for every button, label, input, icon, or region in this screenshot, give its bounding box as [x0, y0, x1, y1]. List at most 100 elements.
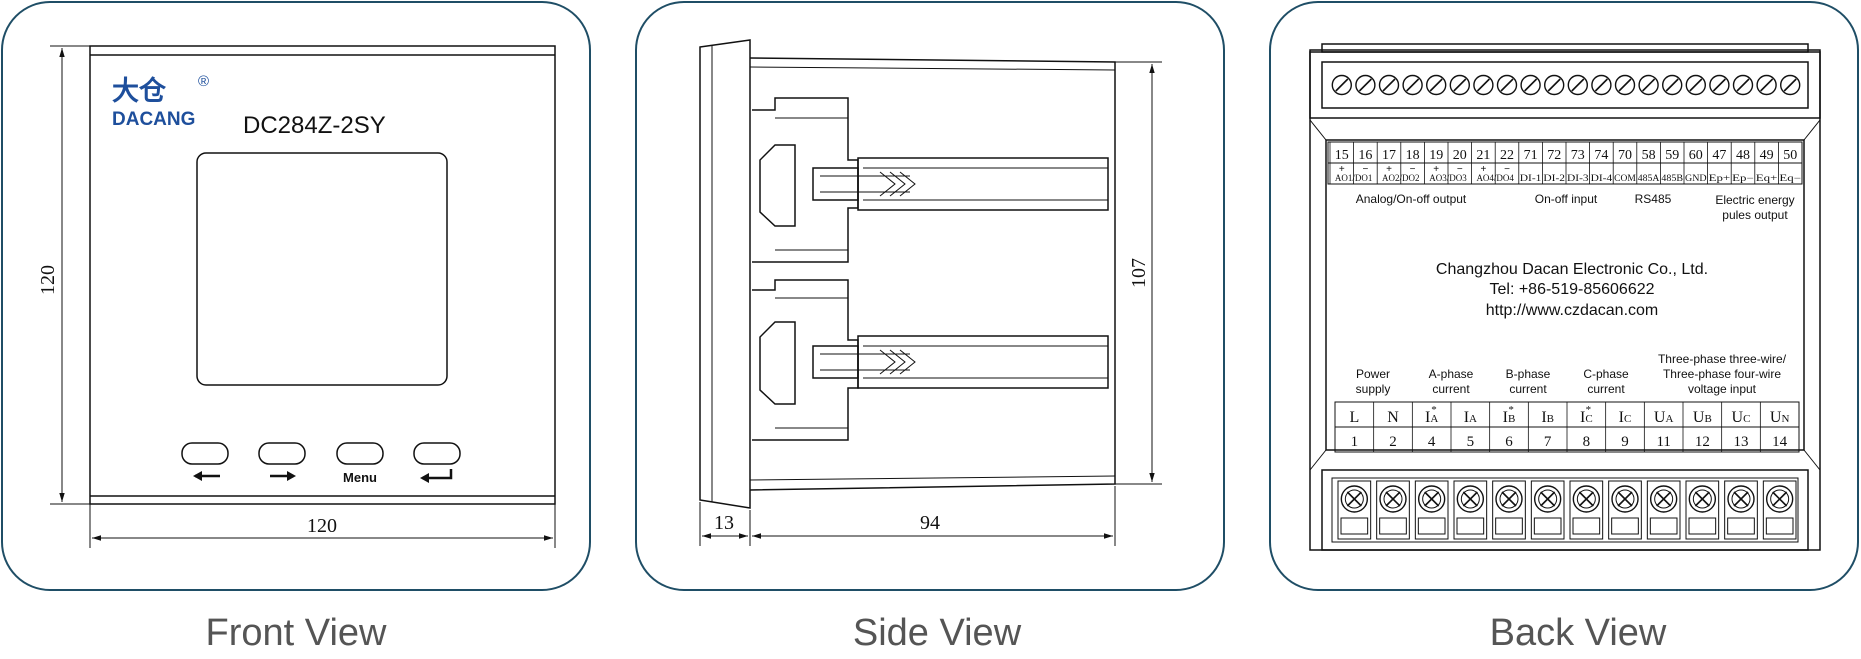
- energy-output-label-1: Electric energy: [1715, 193, 1794, 207]
- energy-output-label-2: pules output: [1722, 208, 1788, 222]
- top-terminal-number: 22: [1500, 148, 1514, 163]
- top-terminal-screw-icon: [1591, 74, 1612, 96]
- bottom-terminal-screw-icon: [1453, 480, 1488, 540]
- top-terminal-signal: Eq−: [1779, 173, 1801, 183]
- bottom-terminal-screw-icon: [1530, 480, 1565, 540]
- top-terminal-number: 49: [1760, 148, 1774, 163]
- polarity-mark: −: [1410, 164, 1416, 175]
- bottom-terminal-label: IA*: [1425, 404, 1438, 426]
- top-terminal-screw-icon: [1661, 74, 1683, 96]
- top-terminal-signal: 485A: [1638, 173, 1660, 183]
- polarity-mark: +: [1433, 164, 1439, 175]
- top-terminal-signal: AO1/DO1: [1335, 173, 1373, 183]
- logo-registered: ®: [198, 73, 209, 90]
- bottom-terminal-screw-icon: [1762, 480, 1797, 540]
- top-terminal-screw-icon: [1685, 74, 1707, 96]
- logo-chinese: 大仓: [112, 76, 167, 106]
- bottom-terminal-label: N: [1387, 409, 1399, 426]
- side-view-frame: [635, 1, 1225, 591]
- top-terminal-number: 70: [1618, 148, 1632, 163]
- bottom-terminal-label: IB*: [1503, 404, 1516, 426]
- back-view-frame: [1269, 1, 1859, 591]
- polarity-mark: +: [1386, 164, 1392, 175]
- body-depth-value: 94: [920, 512, 940, 534]
- top-terminal-signal: AO3/DO3: [1429, 173, 1467, 183]
- top-terminal-screw-icon: [1520, 74, 1541, 96]
- bottom-terminal-screw-icon: [1414, 480, 1449, 540]
- company-tel: Tel: +86-519-85606622: [1489, 281, 1654, 298]
- right-button[interactable]: [258, 442, 306, 465]
- bottom-terminal-number: 6: [1505, 434, 1513, 450]
- top-terminal-signal: AO4/DO4: [1476, 173, 1514, 183]
- power-supply-label-1: Power: [1356, 367, 1390, 381]
- polarity-mark: −: [1504, 164, 1510, 175]
- top-terminal-number: 73: [1571, 148, 1585, 163]
- enter-button[interactable]: [413, 442, 461, 465]
- top-terminal-screw-icon: [1543, 74, 1565, 96]
- bottom-terminal-screw-icon: [1569, 480, 1604, 540]
- bottom-terminal-number: 8: [1583, 434, 1591, 450]
- bottom-terminal-number: 7: [1544, 434, 1552, 450]
- top-terminal-screw-icon: [1473, 74, 1494, 96]
- top-terminal-signal: Eq+: [1756, 173, 1778, 183]
- top-terminal-number: 50: [1783, 148, 1797, 163]
- top-terminal-screw-icon: [1425, 74, 1447, 96]
- top-terminal-signal: DI-1: [1520, 173, 1542, 183]
- polarity-mark: +: [1480, 164, 1486, 175]
- power-supply-label-2: supply: [1356, 382, 1391, 396]
- bottom-terminal-table: L1N2IA*4IA5IB*6IB7IC*8IC9UA11UB12UC13UN1…: [1334, 402, 1800, 452]
- top-terminal-signal: Ep+: [1709, 173, 1731, 183]
- top-terminal-signal: DI-4: [1591, 173, 1613, 183]
- menu-button[interactable]: [336, 442, 384, 465]
- company-name: Changzhou Dacan Electronic Co., Ltd.: [1436, 261, 1708, 278]
- left-button[interactable]: [181, 442, 229, 465]
- bottom-terminal-label: IB: [1541, 409, 1554, 426]
- analog-output-label: Analog/On-off output: [1356, 192, 1467, 206]
- top-terminal-screw-icon: [1638, 74, 1659, 96]
- polarity-mark: −: [1457, 164, 1463, 175]
- bottom-terminal-screw-icon: [1608, 480, 1642, 540]
- top-terminal-screw-icon: [1355, 74, 1376, 96]
- bottom-terminal-screw-icon: [1337, 480, 1372, 540]
- bottom-terminal-number: 5: [1467, 434, 1475, 450]
- top-terminal-screw-icon: [1449, 74, 1471, 96]
- bottom-terminal-number: 9: [1621, 434, 1629, 450]
- side-view: 107 13 94 Side View: [635, 1, 1225, 654]
- top-terminal-signal: DI-2: [1543, 173, 1565, 183]
- polarity-mark: +: [1339, 164, 1345, 175]
- top-terminal-number: 15: [1335, 148, 1349, 163]
- menu-label: Menu: [343, 470, 377, 485]
- b-phase-label-1: B-phase: [1506, 367, 1551, 381]
- voltage-input-label-3: voltage input: [1688, 382, 1757, 396]
- bottom-terminal-number: 13: [1734, 434, 1749, 450]
- side-bezel: [699, 39, 751, 509]
- bottom-terminal-label: UC: [1732, 409, 1751, 426]
- bottom-terminal-screw-icon: [1376, 480, 1410, 540]
- front-view-caption: Front View: [206, 612, 387, 654]
- b-phase-label-2: current: [1509, 382, 1547, 396]
- top-terminal-signal: DI-3: [1567, 173, 1589, 183]
- top-terminal-screw-icon: [1709, 74, 1730, 96]
- c-phase-label-1: C-phase: [1583, 367, 1629, 381]
- top-terminal-screw-icon: [1331, 74, 1353, 96]
- back-housing: [1309, 49, 1821, 551]
- top-terminal-screw-icon: [1756, 74, 1777, 96]
- bottom-terminal-screws: [1337, 480, 1797, 540]
- top-terminal-number: 60: [1689, 148, 1703, 163]
- top-terminal-number: 58: [1642, 148, 1656, 163]
- top-terminal-signal: 485B: [1661, 173, 1683, 183]
- top-terminal-number: 72: [1547, 148, 1561, 163]
- bottom-terminal-label: IC*: [1580, 404, 1593, 426]
- side-body: [749, 57, 1116, 491]
- top-terminal-screw-icon: [1402, 74, 1423, 96]
- top-terminal-number: 20: [1453, 148, 1467, 163]
- right-arrow-icon: [270, 471, 296, 481]
- bezel-depth-value: 13: [714, 512, 734, 534]
- bottom-terminal-label: L: [1349, 409, 1359, 426]
- bottom-terminal-number: 14: [1772, 434, 1788, 450]
- bottom-terminal-label: UB: [1693, 409, 1712, 426]
- front-view: 大仓 ® DACANG DC284Z-2SY Menu 120: [1, 1, 591, 654]
